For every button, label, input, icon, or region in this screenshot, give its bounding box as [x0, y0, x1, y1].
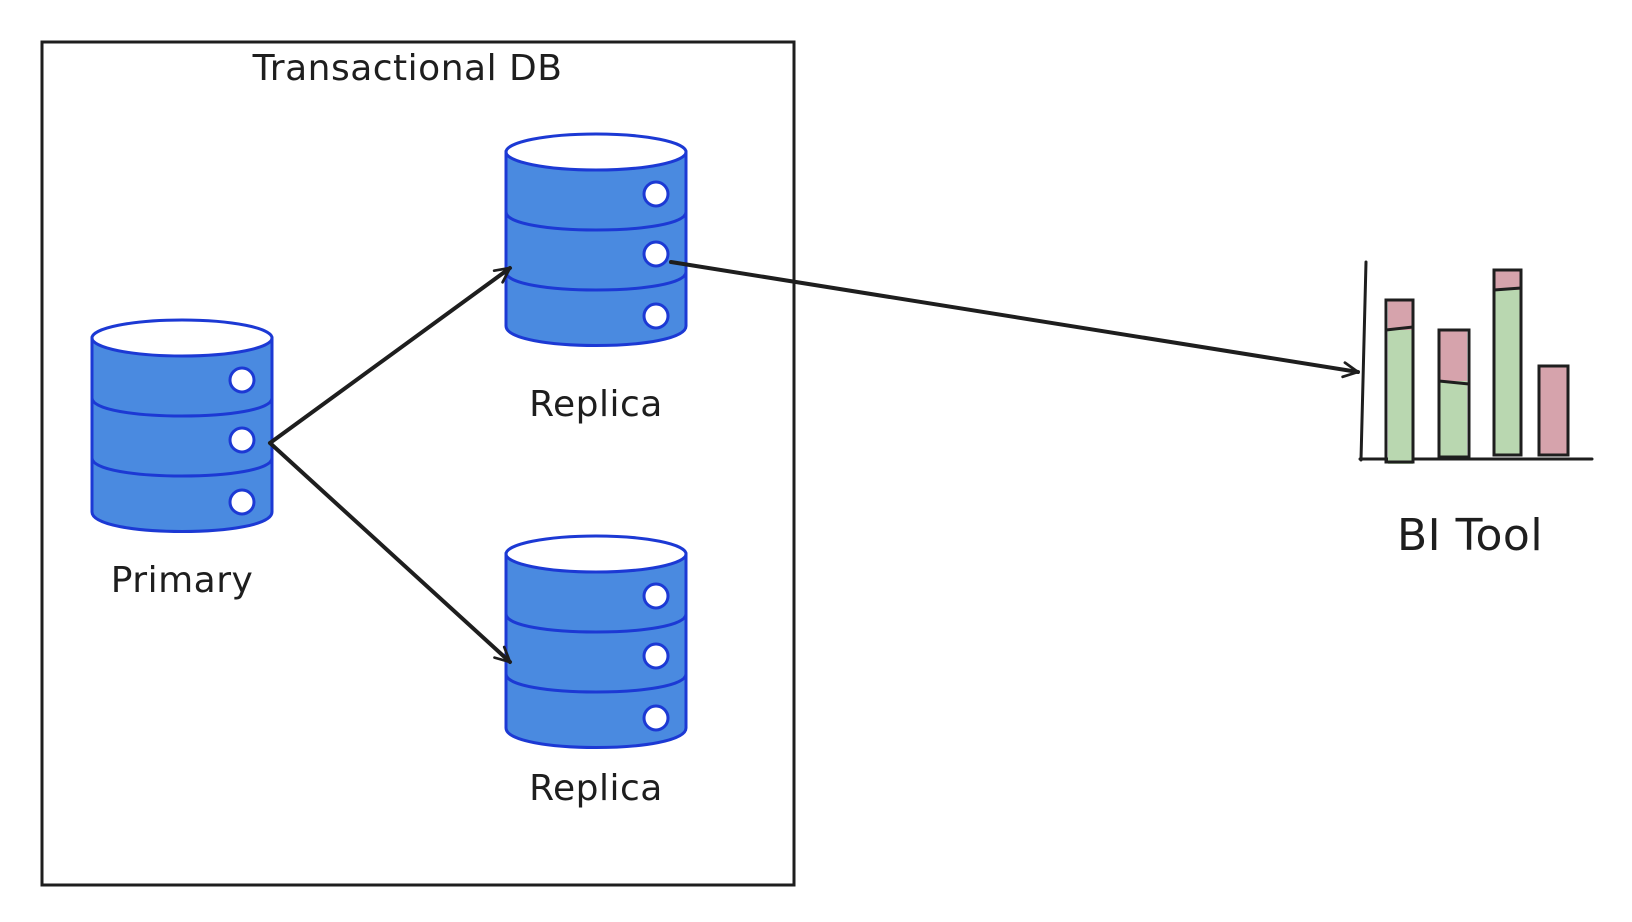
replica-bottom-label: Replica: [529, 768, 663, 809]
primary-db-icon: [90, 318, 274, 533]
replica-top-label: Replica: [529, 384, 663, 425]
bi-chart-icon: [1358, 260, 1594, 464]
container-title: Transactional DB: [252, 48, 563, 89]
primary-label: Primary: [110, 560, 254, 601]
arrow-replica-to-bi-tool: [669, 260, 1360, 379]
replica-top-db-icon: [504, 132, 688, 347]
arrow-primary-to-replica-bottom: [268, 441, 512, 664]
replica-bottom-db-icon: [504, 534, 688, 749]
transactional-db-container: [40, 40, 796, 887]
arrow-primary-to-replica-top: [268, 266, 512, 445]
bi-tool-label: BI Tool: [1396, 510, 1544, 561]
